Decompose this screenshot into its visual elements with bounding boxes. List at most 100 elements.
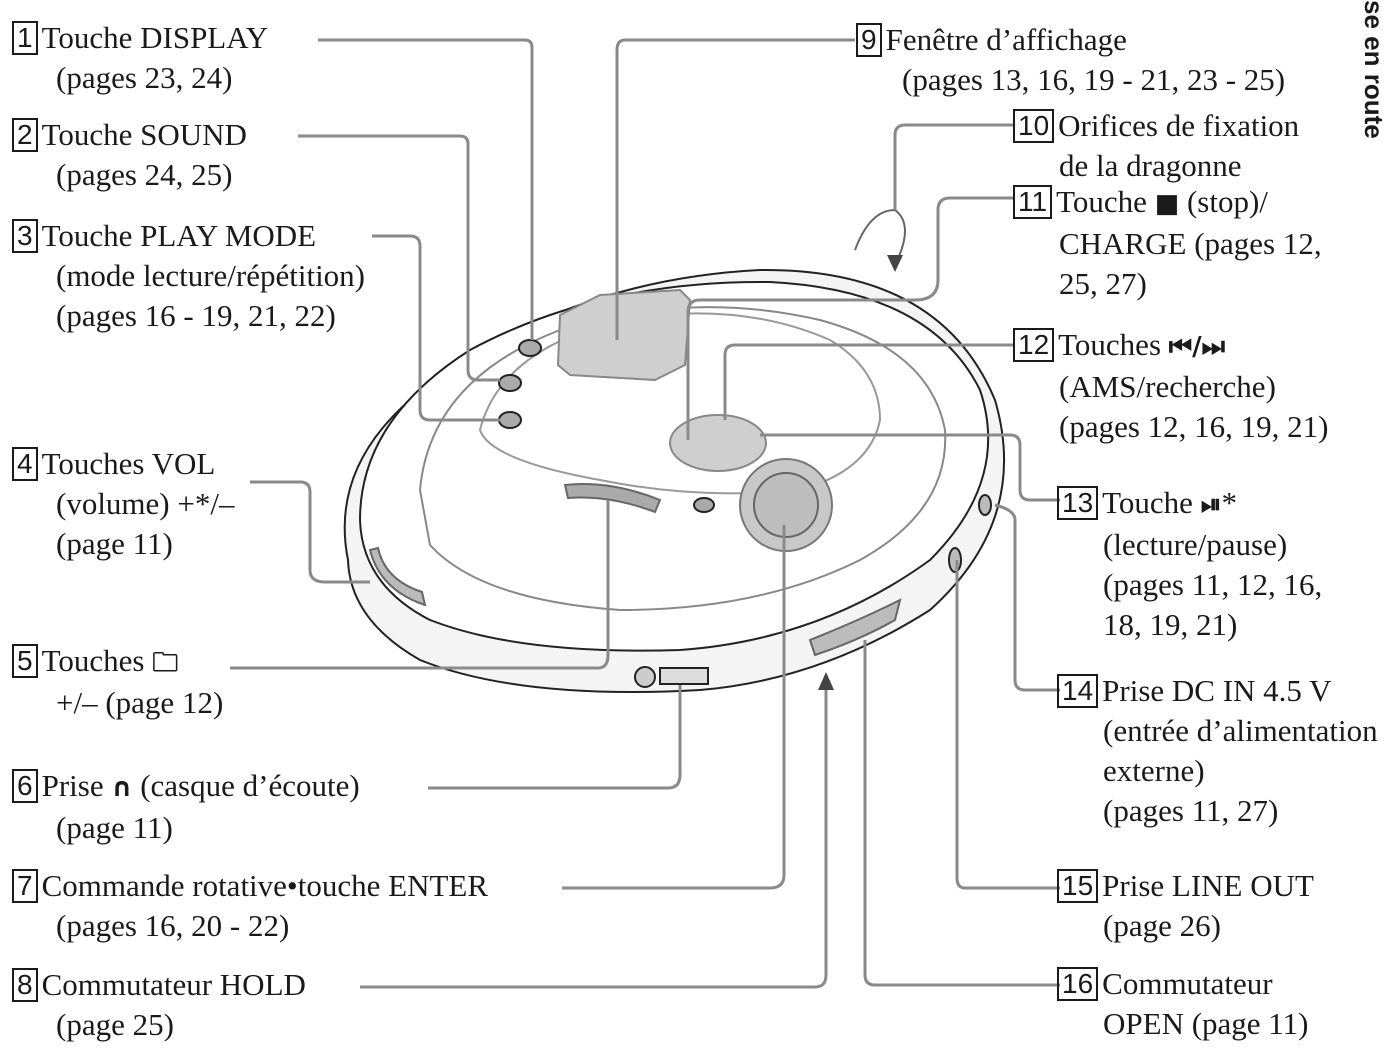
callout-desc: (stop)/ <box>1186 184 1268 219</box>
line-out-jack <box>948 547 962 573</box>
leader-6 <box>428 685 682 790</box>
play-pause-icon: ⏯ <box>1200 490 1222 520</box>
player-top-surface <box>358 280 990 652</box>
callout-title: Touche PLAY MODE <box>41 218 317 253</box>
callout-title: Commande rotative•touche ENTER <box>41 868 489 903</box>
arrow-hold <box>818 672 834 690</box>
leader-12 <box>723 343 1015 420</box>
callout-number: 12 <box>1013 328 1055 362</box>
callout-title: Touches <box>1058 327 1162 362</box>
callout-pages: (pages 11, 12, 16, <box>1103 567 1323 602</box>
callout-number: 3 <box>12 219 38 253</box>
callout-title: Prise LINE OUT <box>1102 868 1314 903</box>
callout-desc: de la dragonne <box>1059 148 1242 183</box>
headphone-jack <box>634 666 656 688</box>
play-mode-button <box>498 411 522 429</box>
callout-desc: (entrée d’alimentation <box>1103 713 1378 748</box>
callout-pages: (pages 16, 20 - 22) <box>56 908 290 943</box>
callout-desc: (lecture/pause) <box>1103 527 1288 562</box>
callout-number: 1 <box>12 21 38 55</box>
leader-3 <box>372 234 500 422</box>
callout-title: Touches <box>41 643 145 678</box>
callout-number: 6 <box>12 769 38 803</box>
callout-number: 11 <box>1013 185 1053 219</box>
callout-number: 4 <box>12 447 38 481</box>
callout-pages: 25, 27) <box>1059 266 1147 301</box>
callout-pages: (pages 11, 27) <box>1103 793 1279 828</box>
folder-icon: 🗀 <box>152 648 179 678</box>
leader-9 <box>615 38 855 340</box>
leader-2 <box>298 134 500 382</box>
callout-number: 8 <box>12 968 38 1002</box>
callout-title: Touches VOL <box>41 446 216 481</box>
callout-title: Prise DC IN 4.5 V <box>1102 673 1332 708</box>
leader-11 <box>686 196 1015 440</box>
callout-number: 5 <box>12 644 38 678</box>
leader-14 <box>994 503 1060 692</box>
callout-pages: +/– (page 12) <box>56 685 224 720</box>
callout-desc: (AMS/recherche) <box>1059 369 1276 404</box>
callout-title: Touche <box>1056 184 1147 219</box>
callout-desc: externe) <box>1103 753 1205 788</box>
callout-number: 2 <box>12 118 38 152</box>
leader-15 <box>955 560 1060 890</box>
callout-pages: (page 11) <box>56 810 173 845</box>
callout-pages: (page 11) <box>56 526 173 561</box>
callout-title: Commutateur <box>1102 966 1273 1001</box>
display-window <box>556 288 692 382</box>
callout-title: Prise <box>41 768 104 803</box>
dc-in-jack <box>978 494 992 516</box>
callout-pages: (pages 24, 25) <box>56 157 233 192</box>
callout-title: Touche SOUND <box>41 117 247 152</box>
callout-title: Touche DISPLAY <box>41 20 269 55</box>
sound-button <box>498 374 522 392</box>
callout-number: 10 <box>1013 109 1055 143</box>
callout-number: 13 <box>1057 486 1099 520</box>
jog-dial-center <box>753 472 819 538</box>
callout-pages: (pages 16 - 19, 21, 22) <box>56 298 336 333</box>
section-tab: se en route <box>1358 0 1389 150</box>
callout-pages: (page 25) <box>56 1007 174 1042</box>
leader-10 <box>893 123 1015 210</box>
skip-prev-next-icon: ⏮/⏭ <box>1168 332 1226 362</box>
callout-number: 15 <box>1057 869 1099 903</box>
callout-title: Fenêtre d’affichage <box>885 22 1127 57</box>
callout-pages: OPEN (page 11) <box>1103 1006 1309 1041</box>
arrow-strap <box>887 255 903 272</box>
leader-7 <box>562 525 786 890</box>
callout-desc: (casque d’écoute) <box>140 768 360 803</box>
callout-desc: (mode lecture/répétition) <box>56 258 366 293</box>
callout-title: Commutateur HOLD <box>41 967 306 1002</box>
folder-buttons <box>563 483 662 514</box>
leader-13 <box>760 433 1060 502</box>
callout-number: 7 <box>12 869 38 903</box>
callout-title: Touche <box>1102 485 1193 520</box>
callout-desc: * <box>1221 485 1238 520</box>
hold-switch <box>808 598 902 657</box>
leader-16 <box>863 640 1060 987</box>
headphone-slot <box>659 667 709 685</box>
callout-number: 14 <box>1057 674 1099 708</box>
stop-icon: ■ <box>1154 189 1180 219</box>
leader-5 <box>230 500 610 670</box>
leader-8 <box>360 690 828 989</box>
volume-rocker <box>368 546 427 607</box>
small-button <box>693 497 715 513</box>
callout-desc: CHARGE (pages 12, <box>1059 226 1322 261</box>
callout-pages: (pages 13, 16, 19 - 21, 23 - 25) <box>902 62 1286 97</box>
headphones-icon: ∩ <box>111 773 133 803</box>
